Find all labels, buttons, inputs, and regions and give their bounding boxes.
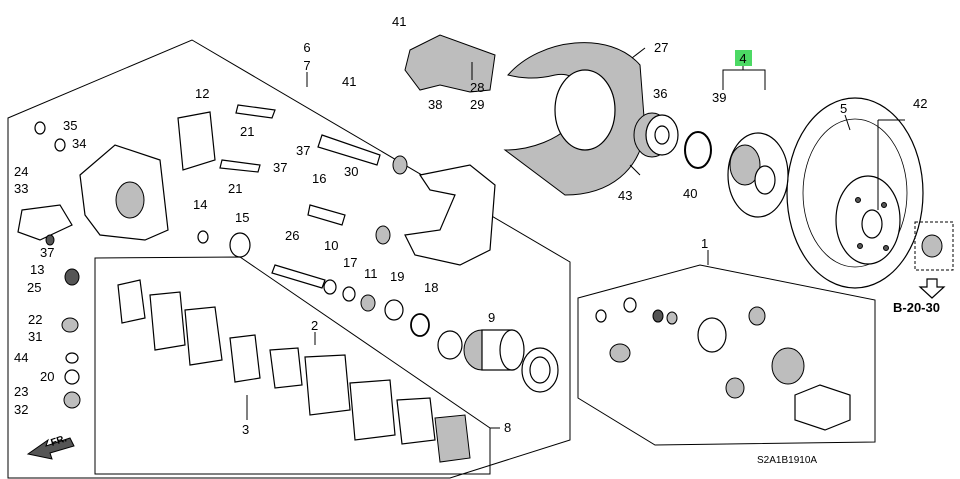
callout-15: 15 [235,210,249,225]
leader-lines [246,47,905,429]
front-direction-label: FR. [50,433,69,449]
diagram-code: S2A1B1910A [757,455,817,466]
callout-39: 39 [712,90,726,105]
callout-18: 18 [424,280,438,295]
callout-44: 44 [14,350,28,365]
guide-pin-part[interactable] [307,134,381,226]
seal-kit-box [577,264,876,446]
callout-27: 27 [654,40,668,55]
hub-bearing-part[interactable] [633,112,679,158]
brake-disc-part[interactable] [786,97,924,289]
callout-4: 4 [739,51,746,66]
callout-37-top: 37 [296,143,310,158]
callout-20: 20 [40,369,54,384]
lug-nut-part[interactable] [914,221,954,271]
callout-21-bottom: 21 [228,181,242,196]
callout-12: 12 [195,86,209,101]
callout-6: 6 [303,40,310,55]
callout-13: 13 [30,262,44,277]
piston-part[interactable] [463,329,525,371]
callout-41-top: 41 [392,14,406,29]
callout-41-mid: 41 [342,74,356,89]
clip-part[interactable] [177,104,276,173]
callout-21-top: 21 [240,124,254,139]
callout-38: 38 [428,97,442,112]
callout-25: 25 [27,280,41,295]
callout-7: 7 [303,58,310,73]
callout-2: 2 [311,318,318,333]
callout-28: 28 [470,80,484,95]
callout-26: 26 [285,228,299,243]
splash-guard-part[interactable] [503,42,646,196]
callout-17: 17 [343,255,357,270]
callout-43: 43 [618,188,632,203]
callout-37-left: 37 [40,245,54,260]
callout-32: 32 [14,402,28,417]
callout-16: 16 [312,171,326,186]
front-direction-arrow-icon [26,437,75,460]
caliper-body-part[interactable] [79,144,169,241]
callout-40: 40 [683,186,697,201]
callout-23: 23 [14,384,28,399]
callout-37-mid: 37 [273,160,287,175]
bleeder-bolt-part[interactable] [271,264,326,289]
callout-8: 8 [504,420,511,435]
hub-unit-part[interactable] [727,132,789,218]
callout-35: 35 [63,118,77,133]
caliper-assembly-box [7,39,571,479]
bracket-part[interactable] [17,204,73,241]
callout-14: 14 [193,197,207,212]
small-parts[interactable] [34,121,408,409]
callout-3: 3 [242,422,249,437]
reference-label: B-20-30 [893,300,940,315]
brake-pads[interactable] [117,279,471,463]
callout-9: 9 [488,310,495,325]
callout-22: 22 [28,312,42,327]
callout-36: 36 [653,86,667,101]
callout-4-highlight [735,50,752,66]
callout-30: 30 [344,164,358,179]
callout-29: 29 [470,97,484,112]
callout-5: 5 [840,101,847,116]
callout-1: 1 [701,236,708,251]
pad-set-box [94,256,491,475]
callout-31: 31 [28,329,42,344]
callout-10: 10 [324,238,338,253]
callout-19: 19 [390,269,404,284]
reference-arrow-icon [918,278,946,299]
callout-33: 33 [14,181,28,196]
piston-seal-part[interactable] [410,313,559,393]
snap-ring-part[interactable] [684,131,712,169]
callout-34: 34 [72,136,86,151]
seal-kit-contents[interactable] [595,297,851,431]
callout-24: 24 [14,164,28,179]
caliper-carrier-part[interactable] [404,164,496,266]
callout-11: 11 [364,266,378,281]
callout-42: 42 [913,96,927,111]
